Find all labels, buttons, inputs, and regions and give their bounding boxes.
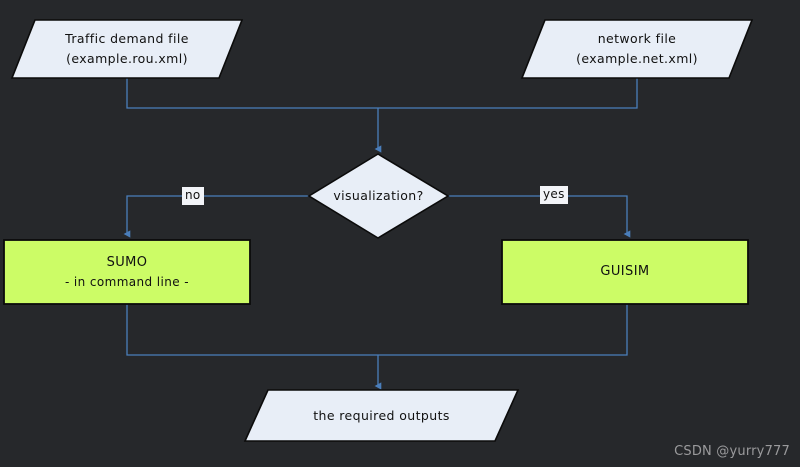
- traffic-demand-file-shape: [10, 19, 244, 79]
- sumo-shape: [3, 239, 251, 305]
- connector-network-to-bus: [378, 78, 638, 109]
- connector-decision-to-guisim: [448, 195, 631, 238]
- connector-traffic-to-bus: [126, 78, 378, 109]
- network-file-shape: [520, 19, 754, 79]
- connector-sumo-to-bus: [126, 303, 378, 356]
- connector-decision-to-sumo: [123, 195, 309, 238]
- connector-group: [123, 78, 638, 390]
- guisim-shape: [501, 239, 749, 305]
- watermark: CSDN @yurry777: [674, 444, 790, 459]
- outputs-shape: [243, 389, 520, 442]
- connector-guisim-to-bus: [378, 303, 628, 356]
- edge-label-no: no: [182, 187, 204, 205]
- edge-label-yes: yes: [540, 186, 568, 204]
- decision-shape: [307, 153, 450, 239]
